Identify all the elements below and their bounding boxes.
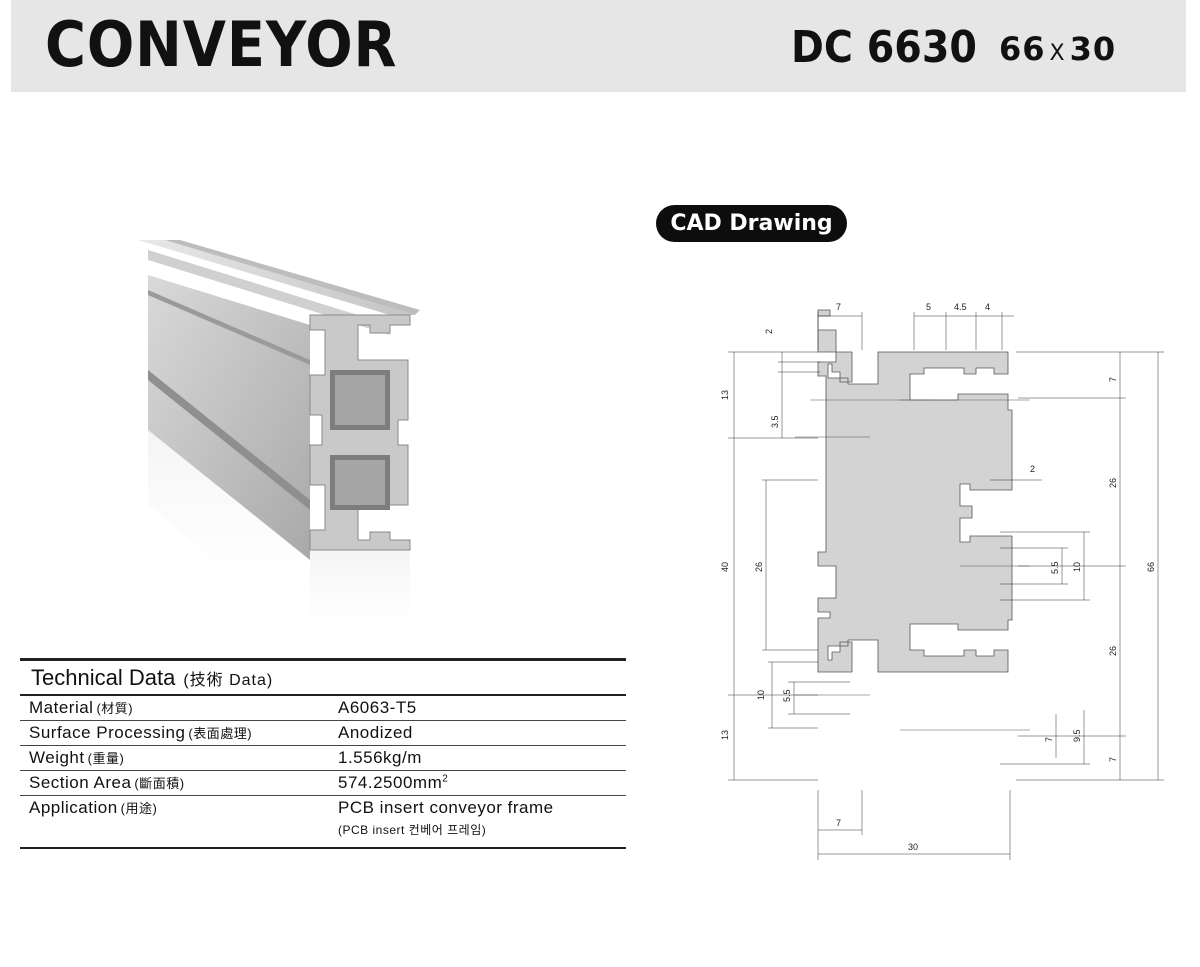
dim-right-26a: 26 <box>1108 478 1118 488</box>
dim-top-7: 7 <box>836 302 841 312</box>
table-row-surface: Surface Processing(表面處理) Anodized <box>20 721 626 746</box>
table-row-material: Material(材質) A6063-T5 <box>20 696 626 721</box>
row-value: 1.556kg/m <box>338 748 422 767</box>
table-top-rule <box>20 658 626 661</box>
row-label-cjk: (材質) <box>96 701 134 716</box>
dim-top-5: 5 <box>926 302 931 312</box>
row-label-cjk: (斷面積) <box>134 776 185 791</box>
dim-top-4-5: 4.5 <box>954 302 967 312</box>
table-bottom-rule <box>20 847 626 849</box>
dim-right-66: 66 <box>1146 562 1156 572</box>
dim-left-2: 2 <box>764 329 774 334</box>
dim-right-5-5: 5.5 <box>1050 561 1060 574</box>
dim-width: 66 <box>999 30 1046 68</box>
dim-right-10: 10 <box>1072 562 1082 572</box>
row-value: Anodized <box>338 723 413 742</box>
technical-data-subtitle: (技術 Data) <box>183 671 274 689</box>
table-row-weight: Weight(重量) 1.556kg/m <box>20 746 626 771</box>
dim-left-3-5: 3.5 <box>770 415 780 428</box>
row-value: 574.2500mm <box>338 773 443 792</box>
cad-drawing-label: CAD Drawing <box>656 205 847 242</box>
dim-right-7c: 7 <box>1108 757 1118 762</box>
profile-cross-section <box>817 309 1013 673</box>
row-label-cjk: (用途) <box>120 801 158 816</box>
row-value: A6063-T5 <box>338 698 417 717</box>
row-label: Weight <box>29 748 85 767</box>
dim-right-2: 2 <box>1030 464 1035 474</box>
dim-left-13a: 13 <box>720 390 730 400</box>
dim-left-5-5: 5.5 <box>782 689 792 702</box>
technical-data-title: Technical Data <box>31 664 176 690</box>
dim-bottom-30: 30 <box>908 842 918 852</box>
row-label-cjk: (表面處理) <box>188 726 253 741</box>
dim-top-4: 4 <box>985 302 990 312</box>
dim-left-26: 26 <box>754 562 764 572</box>
technical-data-heading: Technical Data (技術 Data) <box>20 661 626 694</box>
dim-left-13b: 13 <box>720 730 730 740</box>
dim-left-10: 10 <box>756 690 766 700</box>
model-number: DC 6630 <box>791 22 977 73</box>
row-value: PCB insert conveyor frame <box>338 798 554 817</box>
dim-bottom-7: 7 <box>836 818 841 828</box>
page-title: CONVEYOR <box>45 8 398 81</box>
dim-right-7b: 7 <box>1044 737 1054 742</box>
row-label-cjk: (重量) <box>87 751 125 766</box>
row-value-note: (PCB insert 컨베어 프레임) <box>338 823 487 837</box>
table-row-section-area: Section Area(斷面積) 574.2500mm2 <box>20 771 626 796</box>
table-header-rule <box>20 694 626 696</box>
row-label: Application <box>29 798 118 817</box>
dim-right-7a: 7 <box>1108 377 1118 382</box>
table-row-application: Application(用途) PCB insert conveyor fram… <box>20 796 626 848</box>
dim-height: 30 <box>1069 30 1117 68</box>
row-value-superscript: 2 <box>442 773 449 785</box>
dim-right-26b: 26 <box>1108 646 1118 656</box>
dim-left-40: 40 <box>720 562 730 572</box>
technical-data-table: Technical Data (技術 Data) Material(材質) A6… <box>20 658 626 849</box>
profile-product-image <box>138 240 420 655</box>
cad-drawing: 7 5 4.5 4 2 13 3.5 40 26 10 5.5 13 7 26 … <box>720 302 1164 860</box>
dim-right-9-5: 9.5 <box>1072 729 1082 742</box>
dim-separator: X <box>1049 41 1066 66</box>
row-label: Section Area <box>29 773 132 792</box>
row-label: Surface Processing <box>29 723 186 742</box>
row-label: Material <box>29 698 94 717</box>
